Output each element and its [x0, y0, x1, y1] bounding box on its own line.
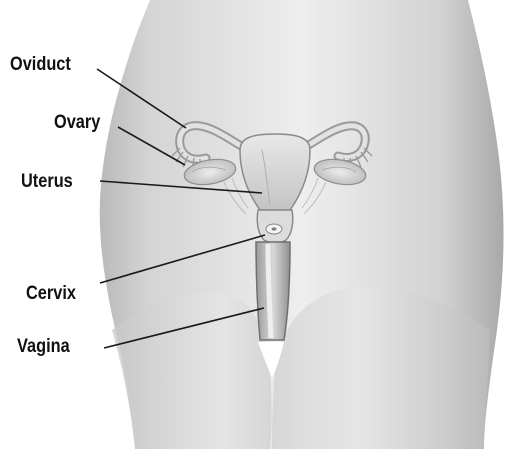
vagina — [256, 242, 290, 340]
label-vagina: Vagina — [17, 336, 70, 358]
left-thigh — [112, 292, 272, 449]
label-oviduct: Oviduct — [10, 54, 71, 76]
label-ovary: Ovary — [54, 112, 100, 134]
label-cervix: Cervix — [26, 283, 76, 305]
right-thigh — [272, 287, 490, 449]
label-uterus: Uterus — [21, 171, 73, 193]
